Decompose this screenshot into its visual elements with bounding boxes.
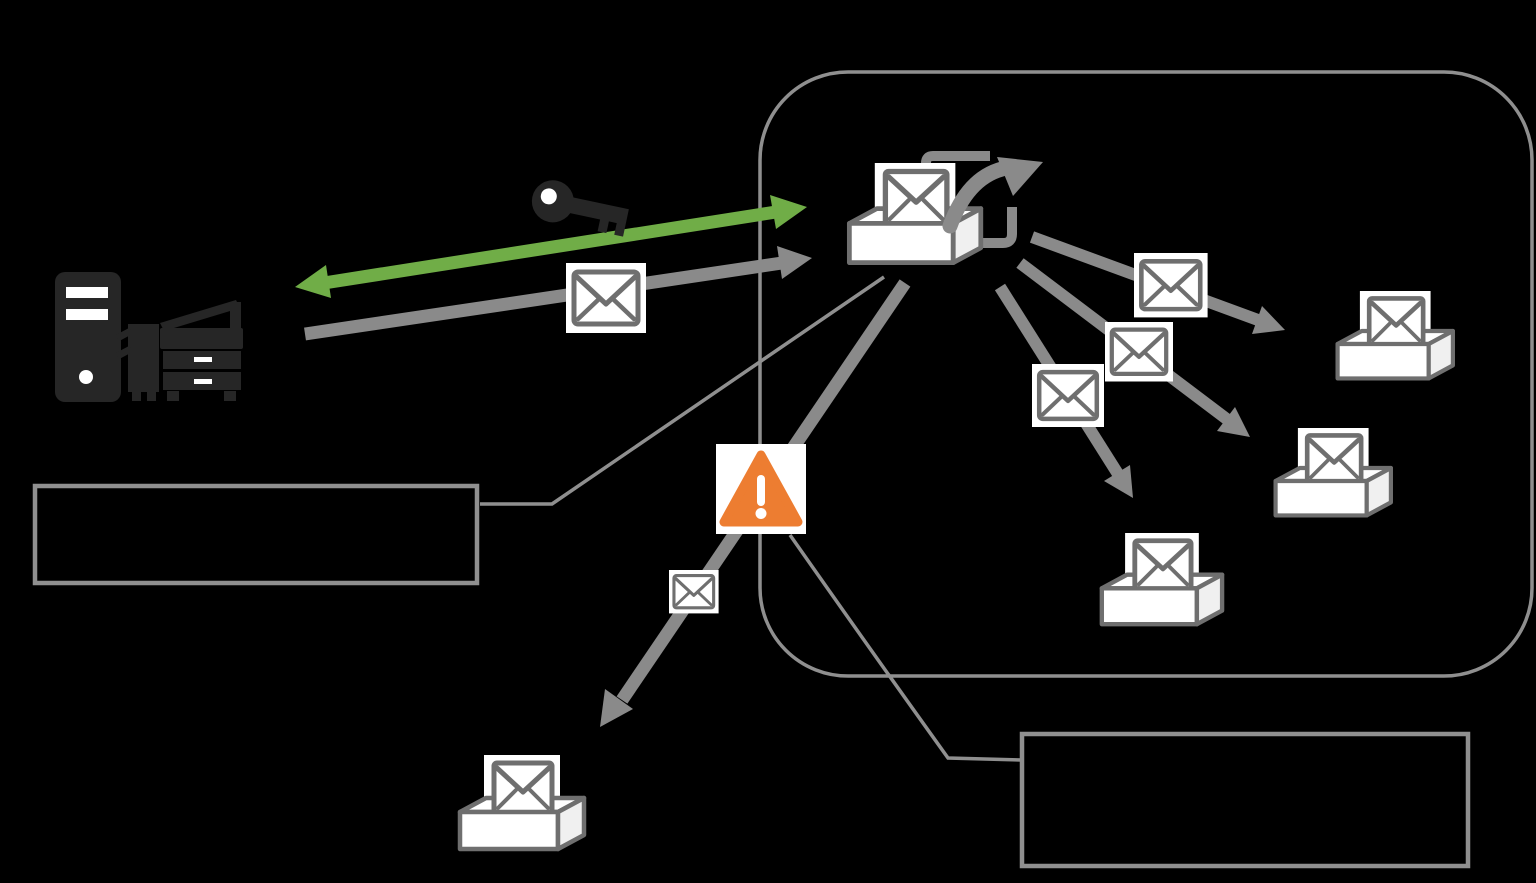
secure-channel-arrow: [295, 195, 807, 298]
relay-boundary-rect: [758, 70, 1534, 678]
submission-envelope-icon: [566, 263, 646, 333]
loop-bracket-top-icon: [921, 151, 990, 179]
delivery-envelope-1-icon: [1134, 253, 1208, 317]
relay-server-icon: [849, 151, 1043, 263]
forward-arrow-icon: [942, 157, 1043, 234]
mailbox-middle-right-icon: [1276, 428, 1391, 515]
warning-icon: [716, 444, 806, 534]
callout-right-box: [1019, 731, 1471, 869]
callout-left-box: [32, 483, 480, 586]
mailbox-external-icon: [460, 755, 584, 849]
delivery-envelope-3-icon: [1032, 364, 1104, 427]
delivery-envelope-2-icon: [1105, 322, 1173, 382]
external-envelope-icon: [667, 568, 721, 615]
leader-line-right: [788, 533, 1023, 762]
mail-submission-arrow: [304, 246, 812, 341]
mailbox-top-right-icon: [1338, 291, 1453, 378]
mailbox-bottom-middle-icon: [1102, 533, 1222, 624]
key-icon: [531, 180, 629, 237]
leader-line-left: [480, 275, 885, 506]
mfp-printer-icon: [115, 300, 243, 401]
computer-tower-icon: [55, 272, 121, 402]
loop-bracket-bottom-icon: [975, 207, 1017, 248]
